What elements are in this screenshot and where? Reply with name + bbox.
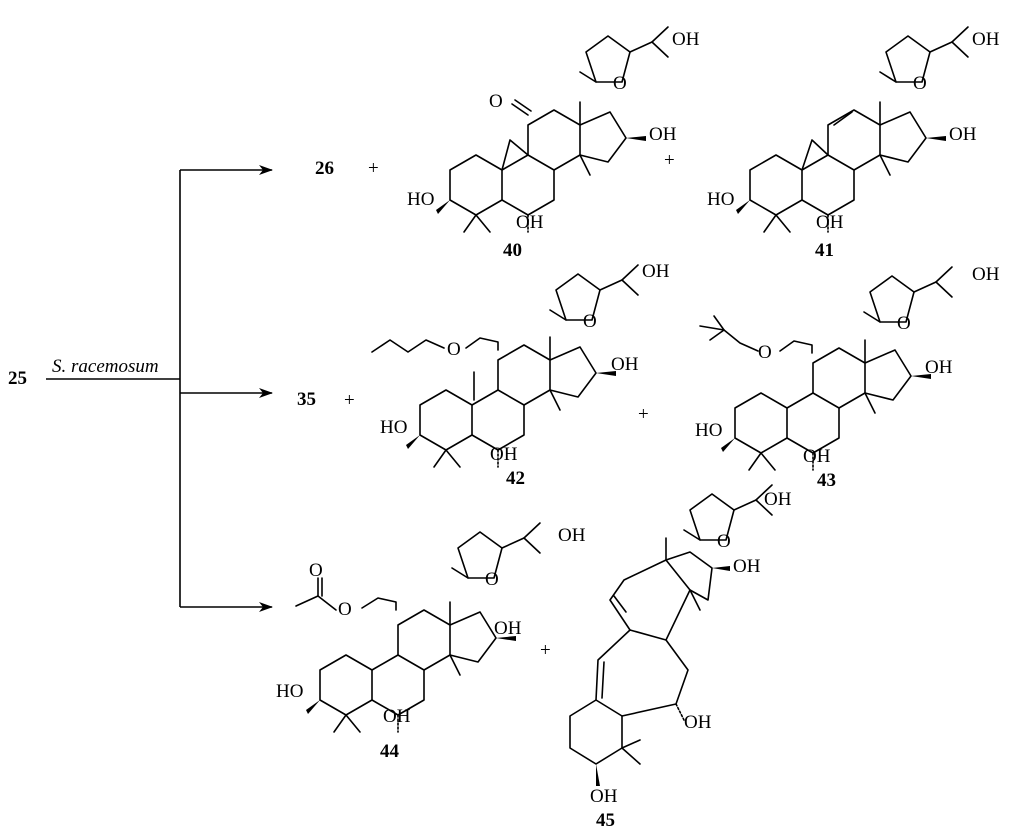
ether-oxygen-label: O (447, 339, 461, 360)
c6-oh-label: OH (803, 446, 831, 467)
plus-sign: + (638, 404, 649, 425)
plus-sign: + (368, 158, 379, 179)
compound-43-label: 43 (817, 470, 836, 491)
compound-44-label: 44 (380, 741, 400, 762)
c3-ho-label: HO (707, 189, 734, 210)
c16-oh-label: OH (733, 556, 761, 577)
side-chain-oh-label: OH (972, 264, 1000, 285)
compound-40-label: 40 (503, 240, 522, 261)
c6-oh-label: OH (516, 212, 544, 233)
compound-45-label: 45 (596, 810, 615, 831)
c6-oh-label: OH (383, 706, 411, 727)
ring-oxygen-label: O (717, 531, 731, 552)
side-chain-oh-label: OH (764, 489, 792, 510)
c16-oh-label: OH (949, 124, 977, 145)
structure-42 (371, 264, 639, 468)
start-compound: 25 (8, 368, 27, 389)
ring-oxygen-label: O (913, 73, 927, 94)
reagent-label: S. racemosum (52, 356, 159, 377)
compound-35-label: 35 (297, 389, 316, 410)
plus-sign: + (664, 150, 675, 171)
c3-ho-label: HO (407, 189, 434, 210)
side-chain-oh-label: OH (642, 261, 670, 282)
ring-oxygen-label: O (613, 73, 627, 94)
c3-ho-label: HO (276, 681, 303, 702)
c6-oh-label: OH (816, 212, 844, 233)
c3-oh-label: OH (590, 786, 618, 807)
c6-oh-label: OH (490, 444, 518, 465)
c3-ho-label: HO (380, 417, 407, 438)
ether-oxygen-label: O (758, 342, 772, 363)
ester-oxygen-label: O (338, 599, 352, 620)
ring-oxygen-label: O (583, 311, 597, 332)
plus-sign: + (344, 390, 355, 411)
c6-oh-label: OH (684, 712, 712, 733)
compound-41-label: 41 (815, 240, 834, 261)
structure-44 (295, 522, 541, 733)
structure-43 (699, 266, 953, 471)
c16-oh-label: OH (649, 124, 677, 145)
ring-oxygen-label: O (485, 569, 499, 590)
carbonyl-oxygen-label: O (309, 560, 323, 581)
c3-ho-label: HO (695, 420, 722, 441)
structure-45 (569, 484, 773, 786)
oxo-label: O (489, 91, 503, 112)
compound-26-label: 26 (315, 158, 334, 179)
side-chain-oh-label: OH (972, 29, 1000, 50)
c16-oh-label: OH (494, 618, 522, 639)
c16-oh-label: OH (925, 357, 953, 378)
plus-sign: + (540, 640, 551, 661)
structure-41 (735, 26, 969, 233)
c16-oh-label: OH (611, 354, 639, 375)
side-chain-oh-label: OH (672, 29, 700, 50)
side-chain-oh-label: OH (558, 525, 586, 546)
structure-40 (435, 26, 669, 233)
compound-42-label: 42 (506, 468, 525, 489)
ring-oxygen-label: O (897, 313, 911, 334)
